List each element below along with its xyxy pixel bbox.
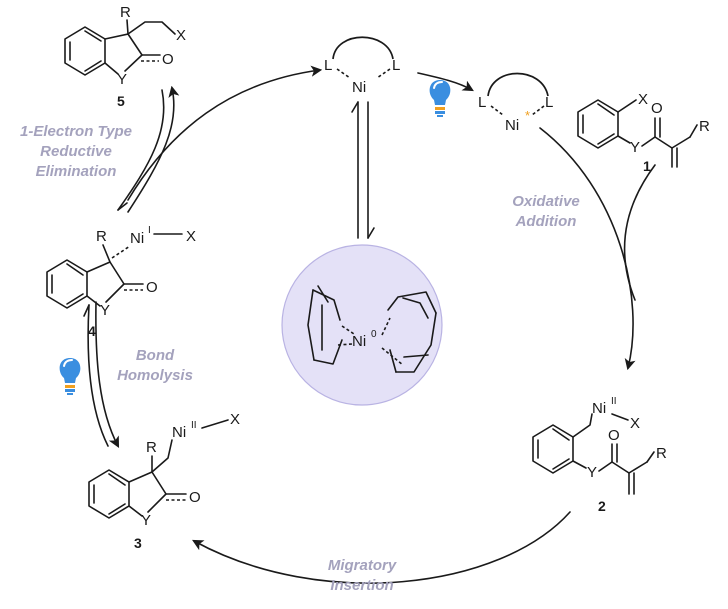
re-reverse-head <box>117 202 128 211</box>
arrow-bond-homolysis-reverse <box>87 304 109 447</box>
atom-label: Reductive <box>40 143 112 160</box>
atom-label: O <box>608 427 620 444</box>
atom-label: Elimination <box>36 163 117 180</box>
atom-label: II <box>611 396 617 407</box>
atom-label: Y <box>630 139 640 156</box>
atom-label: R <box>120 4 131 21</box>
compound-2-structure: Ni II X Y O R 2 <box>532 396 667 514</box>
atom-label: Bond <box>136 347 175 364</box>
ligand-right: L <box>545 94 553 111</box>
arrow-migratory-insertion <box>192 511 571 584</box>
compound-1-label: 1 <box>643 158 651 174</box>
atom-label: O <box>146 279 158 296</box>
ni0-atom: Ni <box>352 333 366 350</box>
compound-5-structure: Y O R X 5 <box>64 4 186 109</box>
step-migratory-insertion: Migratory Insertion <box>328 557 397 594</box>
compound-5-label: 5 <box>117 93 125 109</box>
atom-label: Y <box>141 512 151 529</box>
ni-atom: Ni <box>352 79 366 96</box>
bond-homolysis-reverse-head <box>83 304 90 317</box>
atom-label: Y <box>587 464 597 481</box>
atom-label: Addition <box>515 213 577 230</box>
atom-label: Insertion <box>330 577 393 594</box>
compound-1-structure: X Y O R 1 <box>577 91 710 174</box>
atom-label: I <box>148 225 151 236</box>
atom-label: Homolysis <box>117 367 193 384</box>
excited-star: * <box>525 108 530 123</box>
cod-ligand-left <box>307 285 355 365</box>
atom-label: Ni <box>130 230 144 247</box>
step-oxidative-addition: Oxidative Addition <box>512 193 580 230</box>
atom-label: Migratory <box>328 557 397 574</box>
excited-lnil-complex: L L Ni * <box>478 72 553 134</box>
compound-2-label: 2 <box>598 498 606 514</box>
compound-4-structure: Y O R Ni I X 4 <box>46 225 196 339</box>
atom-label: 1-Electron Type <box>20 123 132 140</box>
atom-label: X <box>630 415 640 432</box>
step-reductive-elimination: 1-Electron Type Reductive Elimination <box>20 123 132 180</box>
arrow-reductive-elimination <box>127 85 180 213</box>
ligand-left: L <box>478 94 486 111</box>
nickel-catalyst-circle <box>281 244 443 406</box>
ni-atom: Ni <box>505 117 519 134</box>
atom-label: II <box>191 420 197 431</box>
arrow-re-reverse <box>117 89 165 211</box>
compound-3-structure: Y O R Ni II X 3 <box>88 411 240 551</box>
atom-label: R <box>96 228 107 245</box>
compound-4-label: 4 <box>88 323 96 339</box>
atom-label: R <box>656 445 667 462</box>
atom-label: O <box>162 51 174 68</box>
arrow-bond-homolysis-forward <box>95 301 120 448</box>
arrow-oxidative-addition <box>539 127 636 371</box>
arrow-re-to-lnil <box>127 65 323 201</box>
ligand-left: L <box>324 57 332 74</box>
lightbulb-icon <box>59 358 81 395</box>
atom-label: X <box>230 411 240 428</box>
atom-label: Oxidative <box>512 193 580 210</box>
step-bond-homolysis: Bond Homolysis <box>117 347 193 384</box>
atom-label: R <box>699 118 710 135</box>
atom-label: O <box>651 100 663 117</box>
atom-label: Y <box>117 71 127 88</box>
atom-label: X <box>186 228 196 245</box>
lnil-complex: L L Ni <box>324 36 400 96</box>
atom-label: Ni <box>592 400 606 417</box>
substrate-1-entry-curve <box>623 164 656 301</box>
atom-label: Ni <box>172 424 186 441</box>
atom-label: X <box>176 27 186 44</box>
compound-3-label: 3 <box>134 535 142 551</box>
atom-label: Y <box>100 302 110 319</box>
lightbulb-icon <box>429 80 451 117</box>
ni-cod2-complex: Ni 0 <box>281 244 443 406</box>
ligand-exchange-equilibrium-arrows <box>351 101 375 239</box>
cod-ligand-right <box>381 291 437 373</box>
atom-label: R <box>146 439 157 456</box>
atom-label: X <box>638 91 648 108</box>
ni0-oxidation-state: 0 <box>371 329 377 340</box>
ligand-right: L <box>392 57 400 74</box>
atom-label: O <box>189 489 201 506</box>
arrow-lnil-to-excited <box>417 72 474 92</box>
